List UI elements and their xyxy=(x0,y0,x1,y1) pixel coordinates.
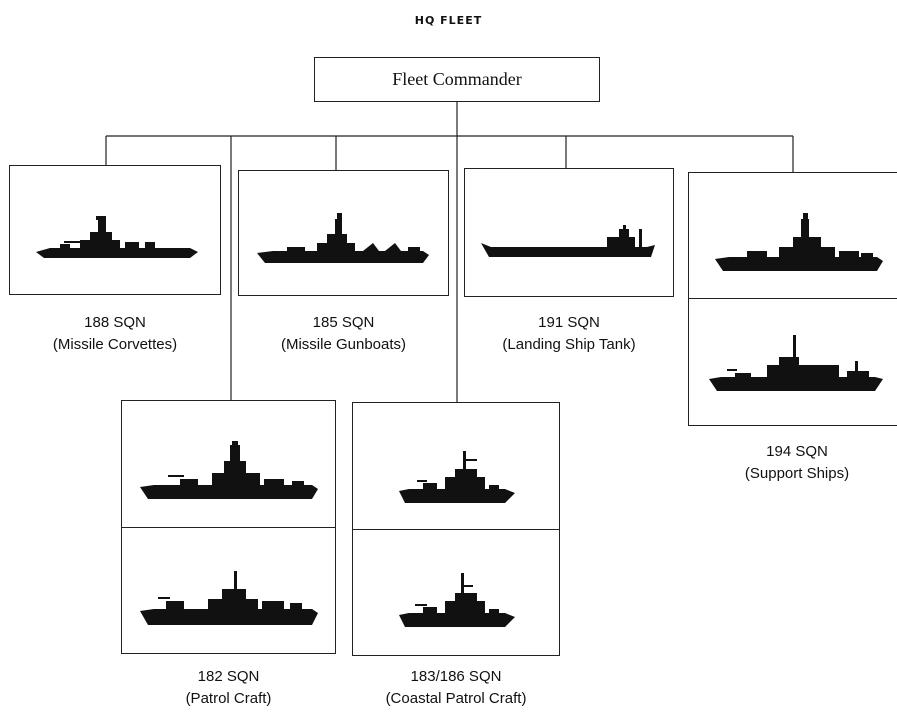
patrol-craft-divider xyxy=(122,527,335,528)
coastal-patrol-divider xyxy=(353,529,559,530)
support-ship-1-icon xyxy=(711,209,886,277)
squadron-194-label: 194 SQN (Support Ships) xyxy=(712,441,882,485)
squadron-185-role: (Missile Gunboats) xyxy=(238,334,449,356)
squadron-188-name: 188 SQN xyxy=(9,312,221,334)
coastal-patrol-craft-2-icon xyxy=(393,571,523,635)
squadron-188-label: 188 SQN (Missile Corvettes) xyxy=(9,312,221,356)
fleet-commander-label: Fleet Commander xyxy=(392,69,521,90)
support-ships-divider xyxy=(689,298,897,299)
squadron-194-box xyxy=(688,172,897,426)
squadron-194-name: 194 SQN xyxy=(712,441,882,463)
squadron-183-186-label: 183/186 SQN (Coastal Patrol Craft) xyxy=(352,666,560,710)
squadron-182-role: (Patrol Craft) xyxy=(121,688,336,710)
missile-corvette-ship-icon xyxy=(30,204,200,264)
squadron-183-186-role: (Coastal Patrol Craft) xyxy=(352,688,560,710)
squadron-182-box xyxy=(121,400,336,654)
support-ship-2-icon xyxy=(707,331,885,403)
squadron-185-box xyxy=(238,170,449,296)
squadron-194-role: (Support Ships) xyxy=(712,463,882,485)
landing-ship-tank-icon xyxy=(479,223,659,273)
patrol-craft-2-icon xyxy=(136,569,322,635)
squadron-183-186-box xyxy=(352,402,560,656)
squadron-191-name: 191 SQN xyxy=(464,312,674,334)
squadron-185-label: 185 SQN (Missile Gunboats) xyxy=(238,312,449,356)
fleet-commander-box: Fleet Commander xyxy=(314,57,600,102)
squadron-191-role: (Landing Ship Tank) xyxy=(464,334,674,356)
coastal-patrol-craft-1-icon xyxy=(393,447,523,511)
squadron-191-box xyxy=(464,168,674,297)
squadron-191-label: 191 SQN (Landing Ship Tank) xyxy=(464,312,674,356)
squadron-188-box xyxy=(9,165,221,295)
squadron-185-name: 185 SQN xyxy=(238,312,449,334)
squadron-183-186-name: 183/186 SQN xyxy=(352,666,560,688)
patrol-craft-1-icon xyxy=(136,439,322,509)
squadron-188-role: (Missile Corvettes) xyxy=(9,334,221,356)
squadron-182-label: 182 SQN (Patrol Craft) xyxy=(121,666,336,710)
squadron-182-name: 182 SQN xyxy=(121,666,336,688)
missile-gunboat-ship-icon xyxy=(253,207,433,267)
